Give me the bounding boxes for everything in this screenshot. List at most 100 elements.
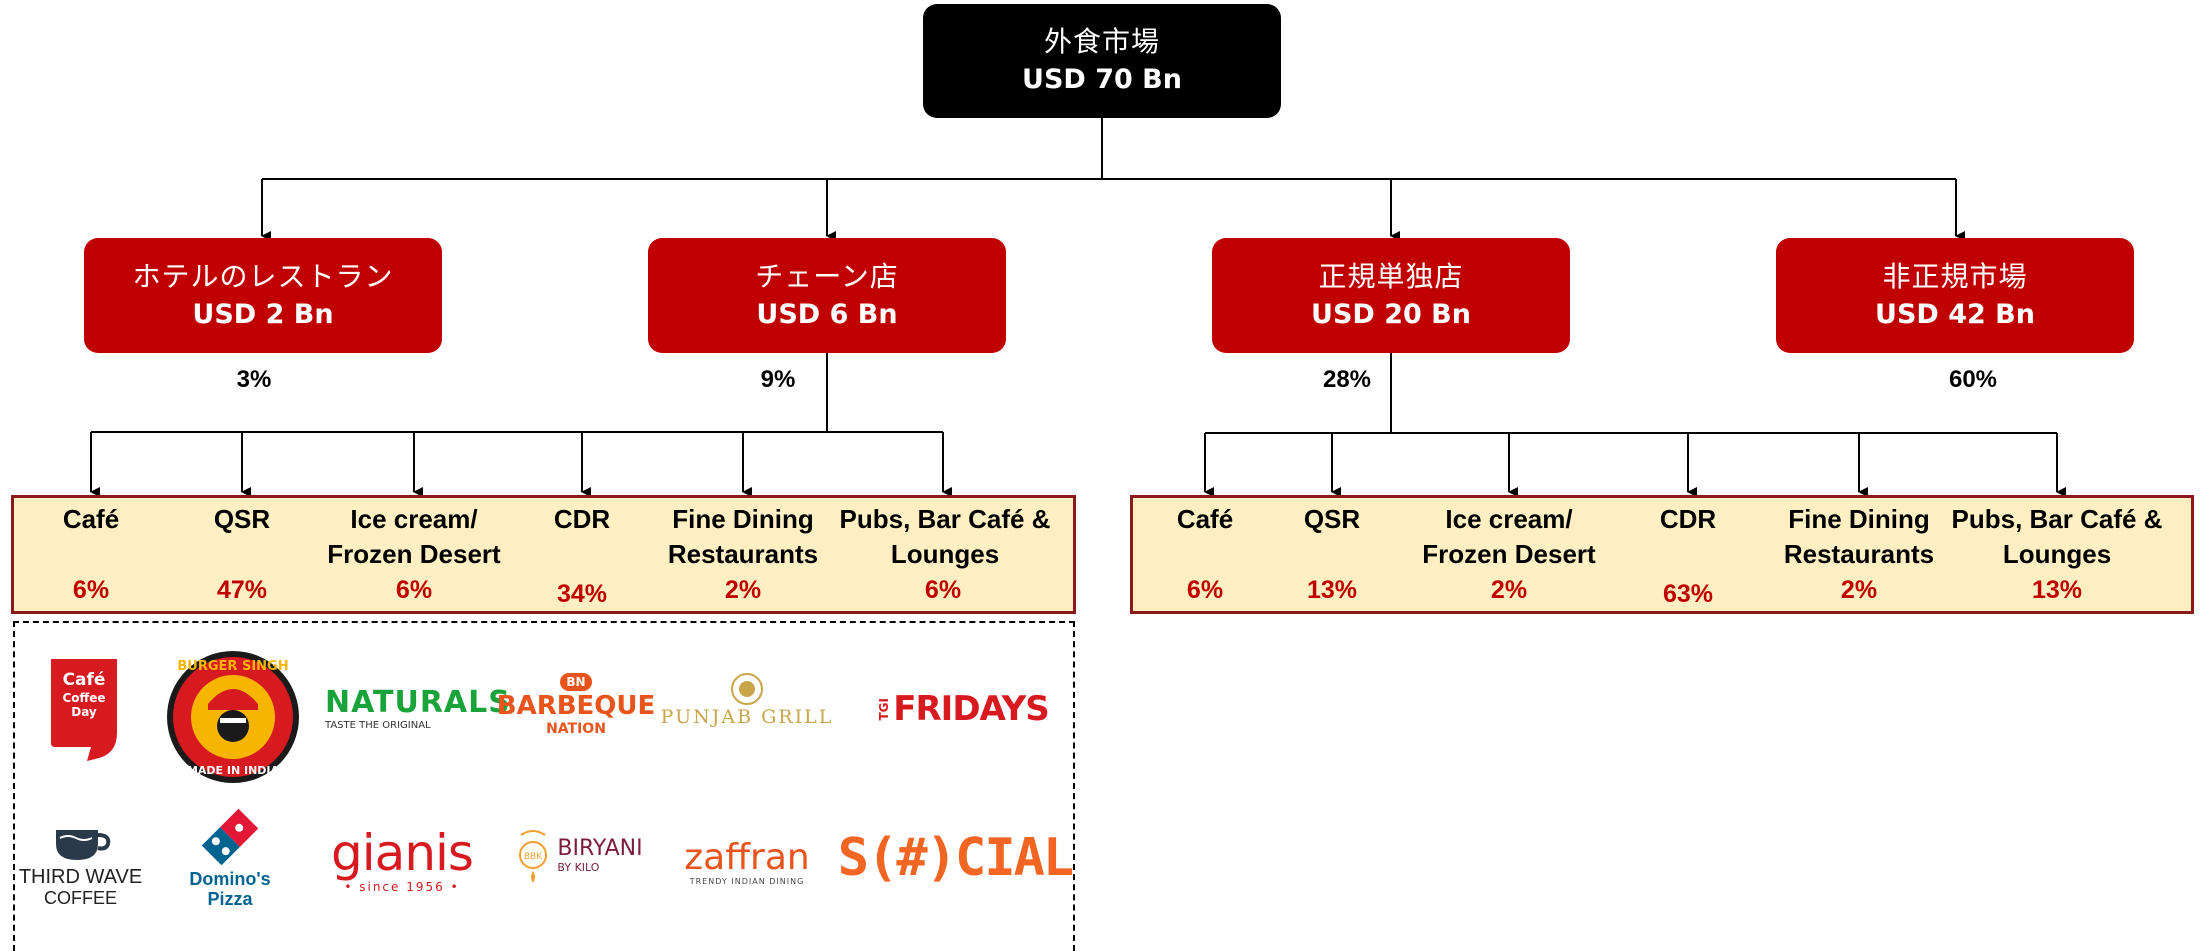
- segment-value: USD 2 Bn: [192, 298, 334, 330]
- gianis-logo: gianis • since 1956 •: [312, 820, 492, 900]
- social-wordmark: S(#)CIAL: [837, 827, 1074, 888]
- fridays-wordmark: FRIDAYS: [893, 689, 1049, 729]
- category-label: Café: [62, 504, 120, 534]
- svg-text:Café: Café: [63, 670, 106, 690]
- svg-text:Day: Day: [71, 705, 97, 719]
- segment-share-standalone: 28%: [1322, 366, 1372, 393]
- chain-category-ice-cream: Ice cream/ Frozen Desert: [309, 502, 519, 572]
- root-title: 外食市場: [1043, 25, 1160, 58]
- standalone-category-cdr: CDR: [1628, 502, 1748, 537]
- handi-pot-icon: BBK: [519, 830, 548, 883]
- standalone-category-cafe: Café: [1145, 502, 1265, 537]
- standalone-pct-qsr: 13%: [1306, 576, 1358, 604]
- domino-tile-icon: [201, 808, 259, 866]
- segment-value: USD 6 Bn: [756, 298, 898, 330]
- chain-category-qsr: QSR: [182, 502, 302, 537]
- segment-share-chain: 9%: [760, 366, 796, 393]
- standalone-pct-cafe: 6%: [1186, 576, 1224, 604]
- bbk-text: BIRYANI BY KILO: [557, 835, 643, 874]
- punjab-grill-logo: PUNJAB GRILL: [657, 665, 837, 735]
- category-label: Ice cream/ Frozen Desert: [1422, 504, 1596, 569]
- biryani-by-kilo-logo: BBK BIRYANI BY KILO: [498, 820, 658, 890]
- standalone-pct-fine-dining: 2%: [1840, 576, 1878, 604]
- root-node-food-service-market: 外食市場 USD 70 Bn: [923, 4, 1281, 118]
- standalone-pct-pubs: 13%: [2031, 576, 2083, 604]
- svg-text:BBK: BBK: [524, 852, 543, 862]
- chain-category-pubs: Pubs, Bar Café & Lounges: [830, 502, 1060, 572]
- zaffran-tagline: TRENDY INDIAN DINING: [689, 876, 805, 886]
- category-label: QSR: [213, 504, 271, 534]
- category-label: CDR: [553, 504, 611, 534]
- dominos-sub: Pizza: [207, 889, 253, 909]
- svg-text:MADE IN INDIA: MADE IN INDIA: [187, 764, 280, 777]
- category-label: Pubs, Bar Café & Lounges: [1951, 504, 2163, 569]
- zaffran-logo: zaffran TRENDY INDIAN DINING: [672, 832, 822, 892]
- burger-singh-logo: BURGER SINGH MADE IN INDIA: [164, 648, 302, 786]
- gianis-wordmark: gianis: [331, 824, 474, 882]
- category-label: Fine Dining Restaurants: [667, 504, 819, 569]
- category-label: CDR: [1659, 504, 1717, 534]
- brand-logos-area: [13, 621, 1075, 951]
- naturals-logo: NATURALS TASTE THE ORIGINAL: [325, 678, 510, 738]
- svg-text:Coffee: Coffee: [62, 691, 105, 705]
- barbeque-nation-sub: NATION: [546, 721, 606, 737]
- chain-pct-pubs: 6%: [924, 576, 962, 604]
- segment-value: USD 42 Bn: [1875, 298, 2035, 330]
- category-label: QSR: [1303, 504, 1361, 534]
- lion-icon: [731, 673, 763, 705]
- third-wave-sub: COFFEE: [43, 888, 117, 908]
- burger-singh-icon: BURGER SINGH MADE IN INDIA: [167, 651, 299, 783]
- chain-pct-qsr: 47%: [216, 576, 268, 604]
- standalone-category-fine-dining: Fine Dining Restaurants: [1764, 502, 1954, 572]
- bbk-sub: BY KILO: [557, 860, 600, 874]
- category-label: Café: [1176, 504, 1234, 534]
- naturals-tagline: TASTE THE ORIGINAL: [325, 720, 431, 731]
- chain-category-cdr: CDR: [522, 502, 642, 537]
- cafe-coffee-day-icon: Café Coffee Day: [51, 659, 117, 761]
- chain-pct-cafe: 6%: [72, 576, 110, 604]
- chain-pct-ice-cream: 6%: [395, 576, 433, 604]
- root-value: USD 70 Bn: [1022, 64, 1182, 95]
- chain-category-fine-dining: Fine Dining Restaurants: [648, 502, 838, 572]
- segment-title: 正規単独店: [1318, 259, 1464, 293]
- gianis-tagline: • since 1956 •: [344, 880, 460, 894]
- segment-chain-stores: チェーン店 USD 6 Bn: [648, 238, 1006, 353]
- category-label: Ice cream/ Frozen Desert: [327, 504, 501, 569]
- standalone-category-pubs: Pubs, Bar Café & Lounges: [1941, 502, 2173, 572]
- third-wave-coffee-logo: THIRD WAVE COFFEE: [13, 822, 148, 912]
- svg-text:BURGER SINGH: BURGER SINGH: [177, 659, 288, 674]
- zaffran-wordmark: zaffran: [684, 836, 810, 878]
- dominos-logo: Domino's Pizza: [170, 797, 290, 917]
- segment-hotel-restaurants: ホテルのレストラン USD 2 Bn: [84, 238, 442, 353]
- social-logo: S(#)CIAL: [838, 825, 1074, 890]
- punjab-grill-wordmark: PUNJAB GRILL: [660, 706, 834, 728]
- segment-title: チェーン店: [755, 259, 899, 293]
- standalone-category-ice-cream: Ice cream/ Frozen Desert: [1404, 502, 1614, 572]
- segment-value: USD 20 Bn: [1311, 298, 1471, 330]
- standalone-category-qsr: QSR: [1272, 502, 1392, 537]
- segment-title: 非正規市場: [1882, 259, 2028, 293]
- bbk-wordmark: BIRYANI: [557, 835, 643, 861]
- naturals-wordmark: NATURALS: [325, 685, 511, 720]
- chain-pct-cdr: 34%: [556, 580, 608, 608]
- dominos-wordmark: Domino's: [189, 869, 271, 889]
- coffee-cup-icon: [55, 830, 110, 860]
- barbeque-nation-logo: BN BARBEQUE NATION: [497, 660, 655, 750]
- third-wave-wordmark: THIRD WAVE: [18, 866, 143, 888]
- standalone-breakdown-panel: [1130, 495, 2194, 614]
- standalone-pct-ice-cream: 2%: [1490, 576, 1528, 604]
- segment-share-hotel: 3%: [236, 366, 272, 393]
- chain-pct-fine-dining: 2%: [724, 576, 762, 604]
- chain-category-cafe: Café: [31, 502, 151, 537]
- segment-unorganized-market: 非正規市場 USD 42 Bn: [1776, 238, 2134, 353]
- category-label: Fine Dining Restaurants: [1783, 504, 1935, 569]
- standalone-pct-cdr: 63%: [1662, 580, 1714, 608]
- segment-title: ホテルのレストラン: [132, 259, 394, 293]
- barbeque-nation-wordmark: BARBEQUE: [496, 691, 656, 721]
- chain-breakdown-panel: [11, 495, 1076, 614]
- cafe-coffee-day-logo: Café Coffee Day: [47, 655, 121, 765]
- category-label: Pubs, Bar Café & Lounges: [839, 504, 1051, 569]
- segment-standalone-stores: 正規単独店 USD 20 Bn: [1212, 238, 1570, 353]
